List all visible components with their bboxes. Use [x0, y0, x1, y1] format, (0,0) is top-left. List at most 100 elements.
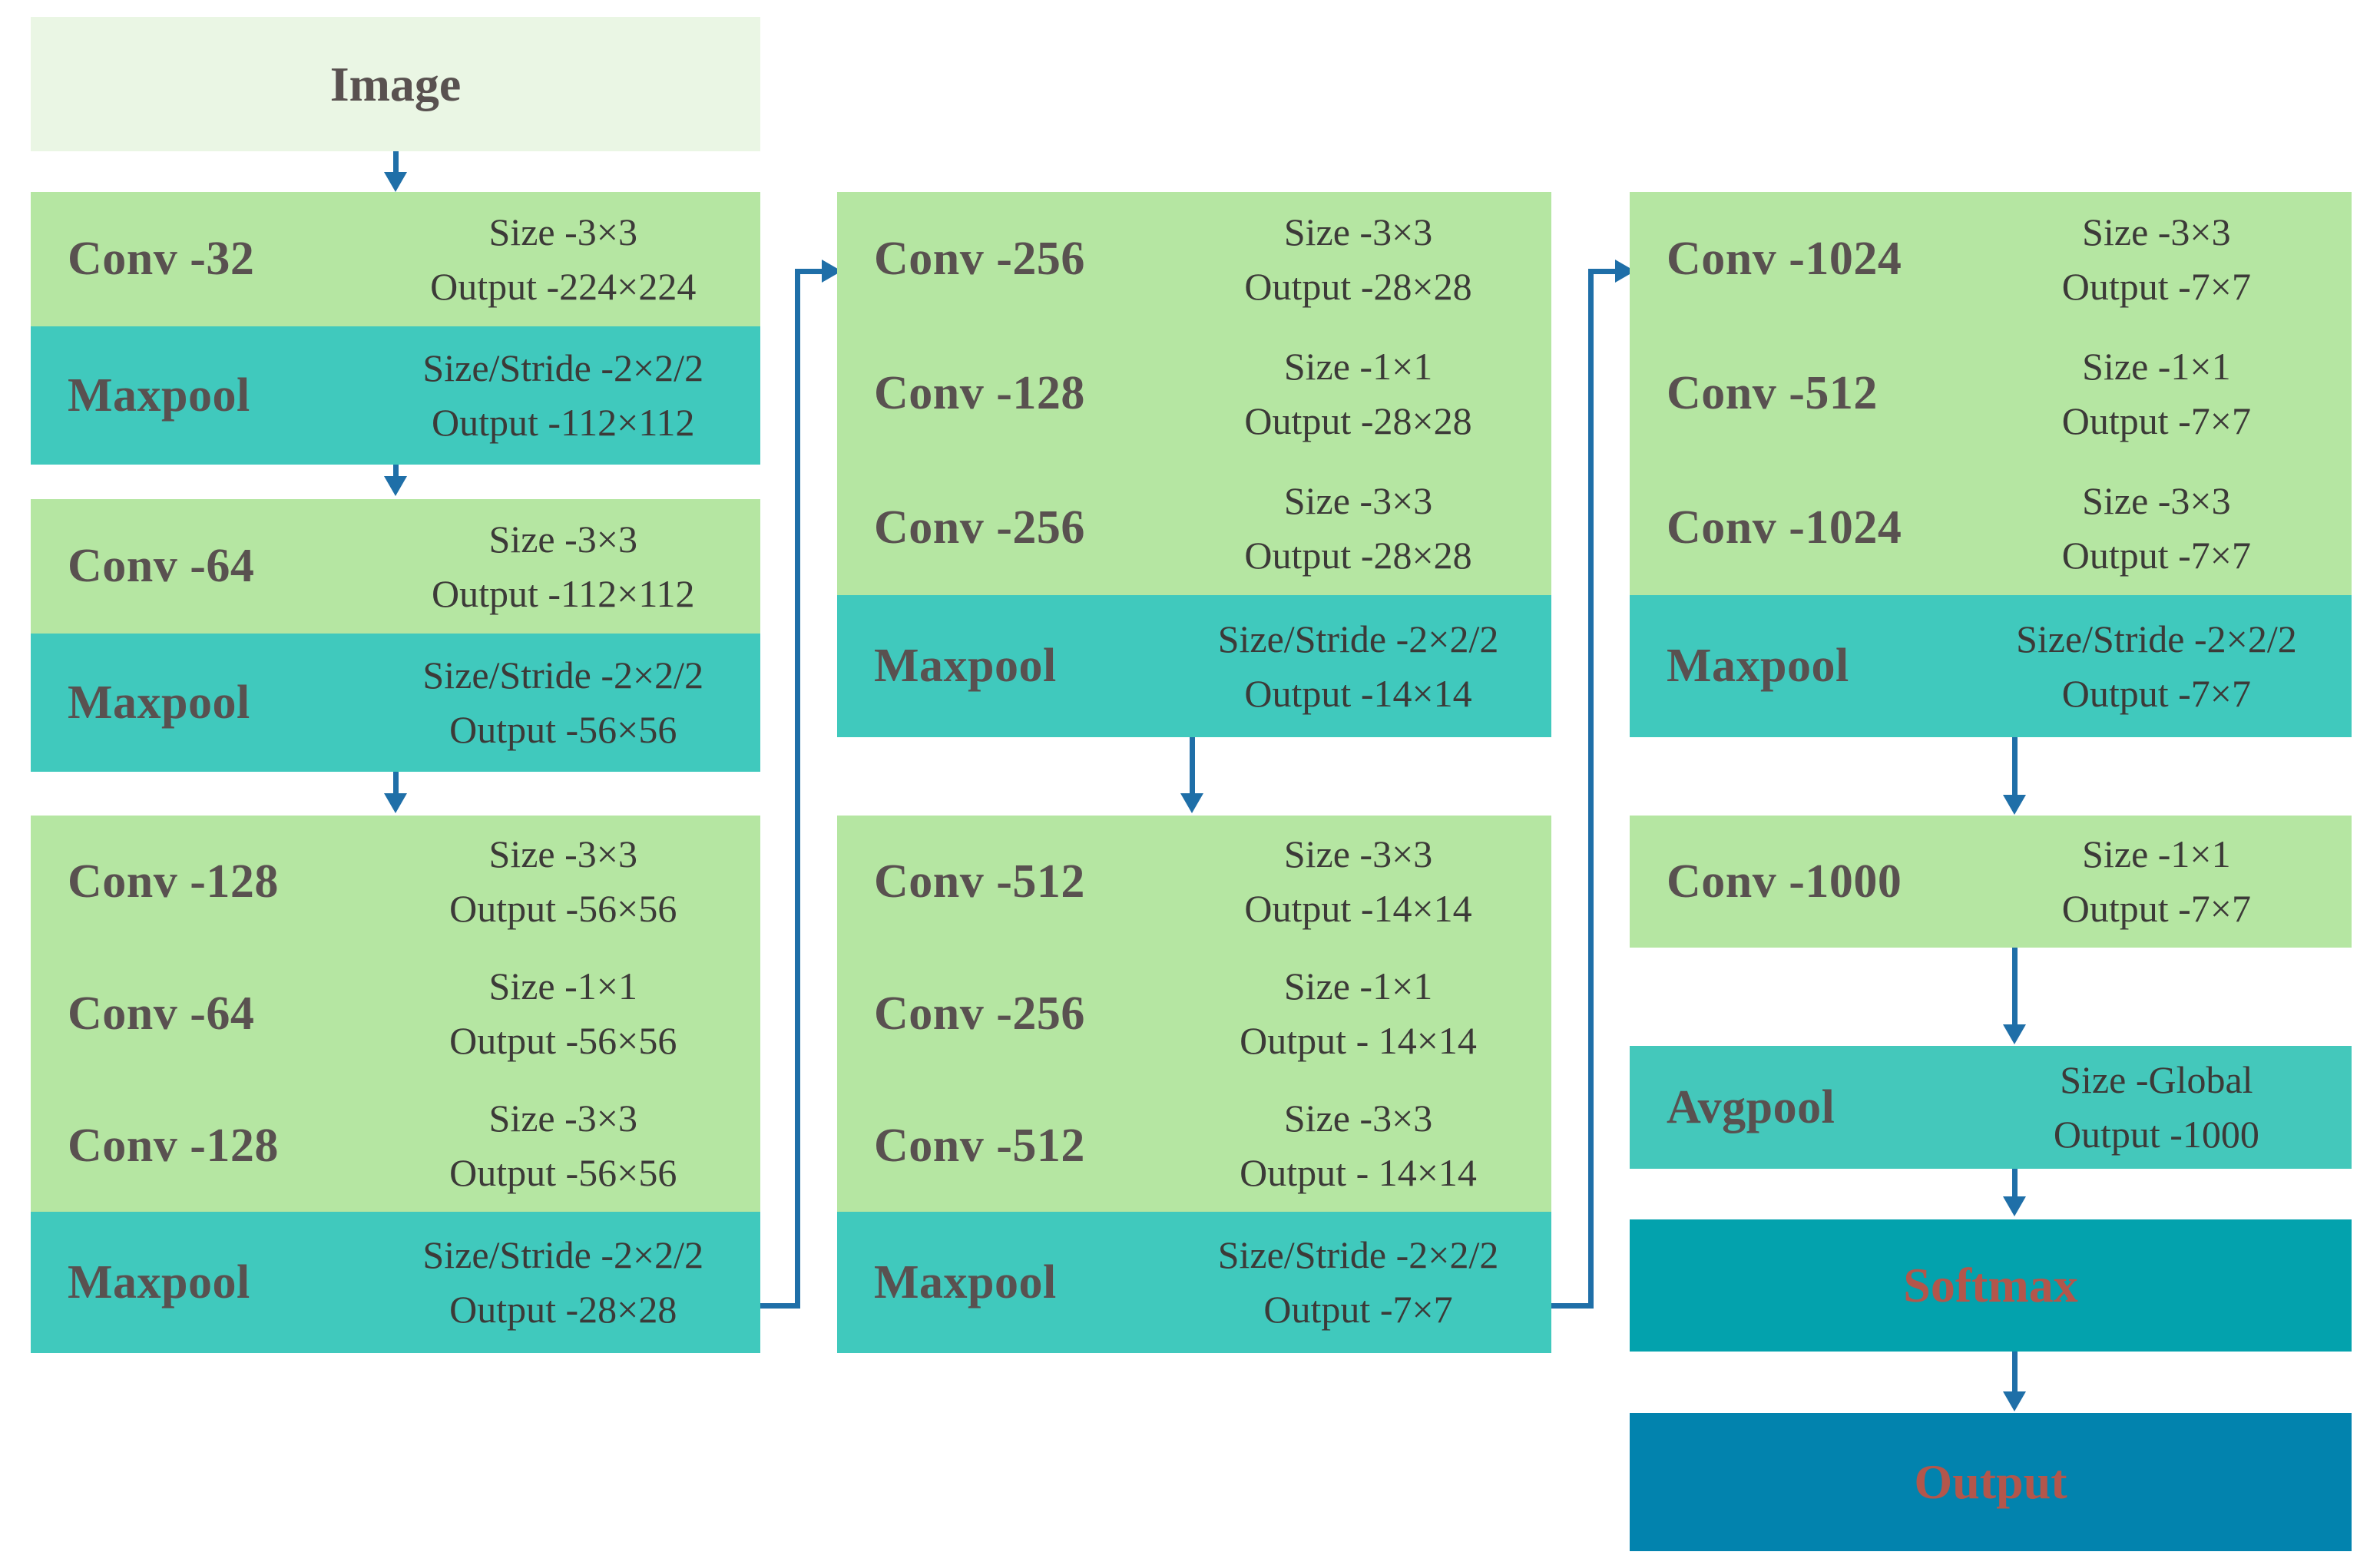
layer-size: Size/Stride -2×2/2 [1217, 617, 1499, 660]
layer-spec: Size -1×1 Output -28×28 [1173, 326, 1551, 461]
layer-row-avgpool[interactable]: Avgpool Size -Global Output -1000 [1630, 1046, 2352, 1169]
layer-size: Size -1×1 [1283, 344, 1433, 388]
block-5: Conv -512 Size -3×3 Output -14×14 Conv -… [837, 816, 1551, 1353]
layer-output: Output -14×14 [1244, 887, 1472, 930]
layer-spec: Size -1×1 Output -7×7 [1969, 816, 2352, 948]
layer-spec: Size/Stride -2×2/2 Output -56×56 [374, 634, 761, 772]
layer-name: Conv -256 [874, 233, 1085, 285]
layer-size: Size -3×3 [488, 1097, 637, 1140]
arrow-block4-to-block5 [1190, 737, 1195, 799]
arrow-avgpool-to-softmax-head [2003, 1196, 2026, 1216]
layer-row-maxpool-5[interactable]: Maxpool Size/Stride -2×2/2 Output -7×7 [837, 1212, 1551, 1353]
layer-row-conv512-c[interactable]: Conv -512 Size -3×3 Output - 14×14 [837, 1080, 1551, 1212]
layer-row-conv1024-a[interactable]: Conv -1024 Size -3×3 Output -7×7 [1630, 192, 2352, 326]
block-8: Avgpool Size -Global Output -1000 [1630, 1046, 2352, 1169]
layer-spec: Size -3×3 Output -28×28 [1173, 192, 1551, 326]
arrow-block2-to-block3-head [384, 793, 407, 813]
layer-row-conv1000[interactable]: Conv -1000 Size -1×1 Output -7×7 [1630, 816, 2352, 948]
layer-name: Conv -1024 [1667, 233, 1902, 285]
layer-name: Conv -512 [874, 855, 1085, 908]
layer-size: Size/Stride -2×2/2 [422, 346, 704, 389]
layer-size: Size/Stride -2×2/2 [422, 1233, 704, 1276]
layer-size: Size -1×1 [488, 964, 637, 1007]
layer-row-conv128-a[interactable]: Conv -128 Size -3×3 Output -56×56 [31, 816, 760, 948]
layer-row-conv1024-c[interactable]: Conv -1024 Size -3×3 Output -7×7 [1630, 461, 2352, 595]
layer-size: Size/Stride -2×2/2 [1217, 1233, 1499, 1276]
output-label: Output [1914, 1454, 2067, 1509]
layer-spec: Size/Stride -2×2/2 Output -14×14 [1173, 595, 1551, 737]
layer-name: Conv -512 [874, 1119, 1085, 1172]
layer-row-conv128-b[interactable]: Conv -128 Size -1×1 Output -28×28 [837, 326, 1551, 461]
layer-size: Size -3×3 [2082, 478, 2231, 522]
layer-row-conv512-a[interactable]: Conv -512 Size -3×3 Output -14×14 [837, 816, 1551, 948]
arrow-block6-to-conv1000-head [2003, 795, 2026, 815]
layer-spec: Size -Global Output -1000 [1969, 1046, 2352, 1169]
layer-spec: Size/Stride -2×2/2 Output -7×7 [1173, 1212, 1551, 1353]
layer-size: Size -3×3 [488, 832, 637, 875]
layer-name: Conv -128 [874, 367, 1085, 419]
layer-spec: Size -1×1 Output -7×7 [1969, 326, 2352, 461]
input-image-box: Image [31, 17, 760, 151]
layer-output: Output -1000 [2053, 1113, 2259, 1156]
layer-spec: Size -3×3 Output -28×28 [1173, 461, 1551, 595]
connector-col1-to-col2-horizontal [760, 1303, 800, 1309]
connector-col2-to-col3-vertical [1588, 269, 1594, 1305]
arrow-conv1000-to-avgpool [2012, 948, 2018, 1028]
layer-output: Output -112×112 [431, 401, 695, 444]
layer-output: Output -56×56 [449, 708, 677, 751]
layer-name: Conv -64 [68, 987, 255, 1040]
layer-row-maxpool-2[interactable]: Maxpool Size/Stride -2×2/2 Output -56×56 [31, 634, 760, 772]
block-6: Conv -1024 Size -3×3 Output -7×7 Conv -5… [1630, 192, 2352, 737]
layer-output: Output -112×112 [431, 571, 695, 615]
layer-spec: Size -1×1 Output - 14×14 [1173, 948, 1551, 1080]
block-7: Conv -1000 Size -1×1 Output -7×7 [1630, 816, 2352, 948]
layer-spec: Size -3×3 Output -224×224 [374, 192, 761, 326]
connector-col2-to-col3-horizontal [1551, 1303, 1594, 1309]
layer-row-conv64-b[interactable]: Conv -64 Size -1×1 Output -56×56 [31, 948, 760, 1080]
output-box[interactable]: Output [1630, 1413, 2352, 1551]
layer-size: Size/Stride -2×2/2 [422, 653, 704, 696]
layer-row-conv128-c[interactable]: Conv -128 Size -3×3 Output -56×56 [31, 1080, 760, 1212]
layer-output: Output -7×7 [2061, 533, 2252, 577]
layer-output: Output -28×28 [1244, 264, 1472, 308]
layer-size: Size -3×3 [1283, 1097, 1433, 1140]
layer-size: Size -3×3 [1283, 478, 1433, 522]
layer-size: Size/Stride -2×2/2 [2016, 617, 2297, 660]
layer-row-conv512-b[interactable]: Conv -512 Size -1×1 Output -7×7 [1630, 326, 2352, 461]
layer-name: Maxpool [68, 1256, 250, 1309]
layer-name: Conv -1024 [1667, 501, 1902, 554]
layer-row-conv256-c[interactable]: Conv -256 Size -3×3 Output -28×28 [837, 461, 1551, 595]
layer-name: Maxpool [874, 640, 1057, 692]
arrow-softmax-to-output-head [2003, 1391, 2026, 1411]
layer-size: Size -1×1 [2082, 832, 2231, 875]
input-image-label: Image [329, 56, 462, 111]
block-2: Conv -64 Size -3×3 Output -112×112 Maxpo… [31, 499, 760, 772]
connector-col1-to-col2-top [795, 269, 826, 274]
layer-spec: Size -1×1 Output -56×56 [374, 948, 761, 1080]
layer-row-maxpool-6[interactable]: Maxpool Size/Stride -2×2/2 Output -7×7 [1630, 595, 2352, 737]
layer-spec: Size -3×3 Output -14×14 [1173, 816, 1551, 948]
layer-name: Maxpool [1667, 640, 1849, 692]
arrow-image-to-conv32-head [384, 172, 407, 192]
layer-spec: Size -3×3 Output -112×112 [374, 499, 761, 634]
block-1: Conv -32 Size -3×3 Output -224×224 Maxpo… [31, 192, 760, 465]
layer-output: Output -224×224 [430, 264, 697, 308]
layer-row-maxpool-4[interactable]: Maxpool Size/Stride -2×2/2 Output -14×14 [837, 595, 1551, 737]
layer-output: Output -28×28 [449, 1288, 677, 1331]
layer-row-conv256-a[interactable]: Conv -256 Size -3×3 Output -28×28 [837, 192, 1551, 326]
layer-name: Maxpool [874, 1256, 1057, 1309]
layer-size: Size -Global [2060, 1058, 2253, 1101]
layer-row-conv32[interactable]: Conv -32 Size -3×3 Output -224×224 [31, 192, 760, 326]
layer-output: Output -7×7 [2061, 399, 2252, 442]
layer-output: Output -7×7 [2061, 264, 2252, 308]
arrow-softmax-to-output [2012, 1352, 2018, 1396]
layer-row-maxpool-3[interactable]: Maxpool Size/Stride -2×2/2 Output -28×28 [31, 1212, 760, 1353]
layer-row-conv64[interactable]: Conv -64 Size -3×3 Output -112×112 [31, 499, 760, 634]
layer-spec: Size/Stride -2×2/2 Output -28×28 [374, 1212, 761, 1353]
layer-row-maxpool-1[interactable]: Maxpool Size/Stride -2×2/2 Output -112×1… [31, 326, 760, 465]
layer-name: Conv -256 [874, 987, 1085, 1040]
layer-row-conv256-b[interactable]: Conv -256 Size -1×1 Output - 14×14 [837, 948, 1551, 1080]
layer-size: Size -3×3 [1283, 832, 1433, 875]
layer-spec: Size -3×3 Output -7×7 [1969, 192, 2352, 326]
softmax-box[interactable]: Softmax [1630, 1219, 2352, 1352]
